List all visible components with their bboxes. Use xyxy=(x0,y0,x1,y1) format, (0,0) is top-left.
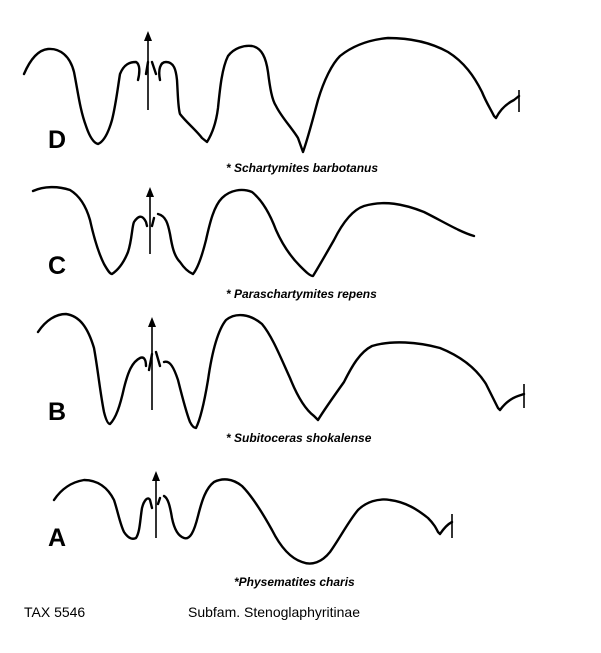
panel-letter-c: C xyxy=(48,252,66,280)
panel-c: C * Paraschartymites repens xyxy=(31,185,476,301)
species-name-d: * Schartymites barbotanus xyxy=(226,161,378,175)
suture-line-d xyxy=(22,36,521,154)
arrowhead-a xyxy=(152,471,160,481)
panel-letter-b: B xyxy=(48,398,66,426)
suture-line-b xyxy=(36,312,526,430)
panel-letter-a: A xyxy=(48,524,66,552)
suture-line-a xyxy=(52,478,454,565)
panel-a: A *Physematites charis xyxy=(48,471,454,589)
species-name-c: * Paraschartymites repens xyxy=(226,287,377,301)
arrowhead-d xyxy=(144,31,152,41)
arrowhead-c xyxy=(146,187,154,197)
arrowhead-b xyxy=(148,317,156,327)
tax-id-label: TAX 5546 xyxy=(24,604,85,620)
species-name-a: *Physematites charis xyxy=(234,575,355,589)
suture-line-c xyxy=(31,185,476,278)
panel-letter-d: D xyxy=(48,126,66,154)
species-name-b: * Subitoceras shokalense xyxy=(226,431,372,445)
panel-b: B * Subitoceras shokalense xyxy=(36,312,526,445)
subfamily-label: Subfam. Stenoglaphyritinae xyxy=(188,604,360,620)
panel-d: D * Schartymites barbotanus xyxy=(22,31,521,175)
